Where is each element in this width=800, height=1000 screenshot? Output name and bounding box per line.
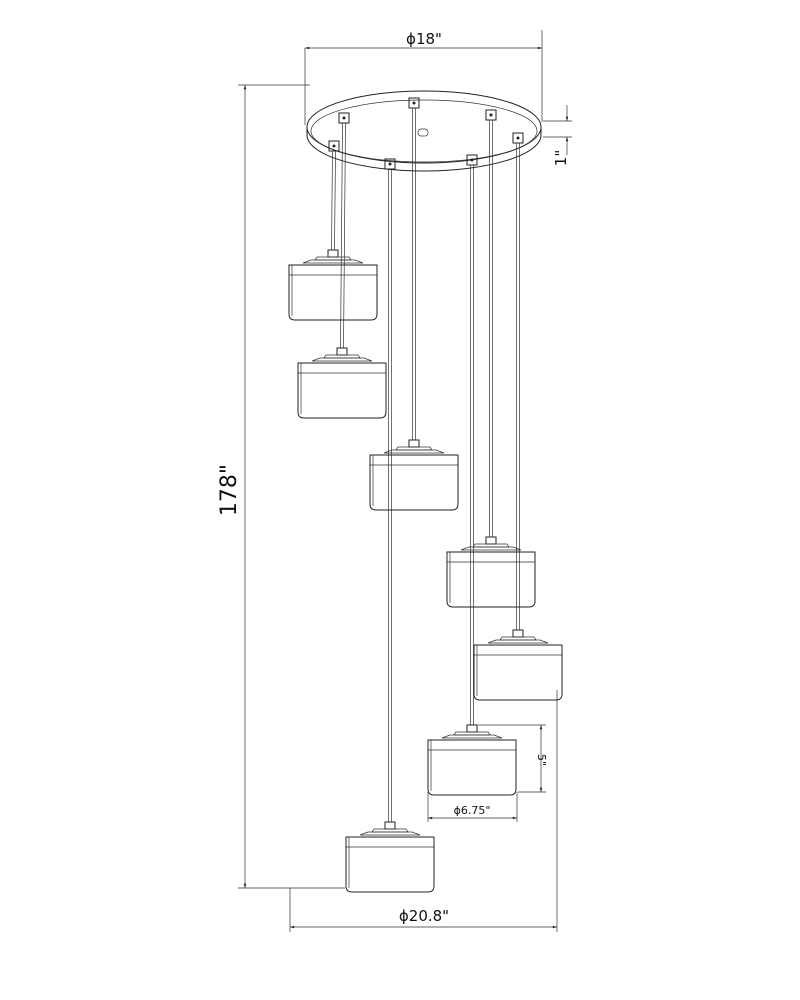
cord xyxy=(489,120,493,537)
shade-height-label: 5" xyxy=(535,754,548,766)
overall-diameter-label: ϕ20.8" xyxy=(399,907,449,925)
pendant-shade xyxy=(427,724,517,796)
ceiling-canopy xyxy=(306,90,542,172)
dimension-overall-height: 178" xyxy=(217,84,345,889)
cord-anchor-icon xyxy=(384,158,396,170)
cord-anchor-icon xyxy=(485,109,497,121)
cord-anchor-icon xyxy=(466,154,478,166)
shade-diameter-label: ϕ6.75" xyxy=(454,804,491,817)
cord xyxy=(340,122,346,349)
dimension-canopy-diameter: ϕ18" xyxy=(304,30,543,125)
cord xyxy=(331,150,336,251)
cord xyxy=(470,165,474,725)
pendant-shade xyxy=(345,821,435,893)
overall-height-label: 178" xyxy=(217,464,242,516)
cord xyxy=(388,169,392,822)
dimension-canopy-height: 1" xyxy=(543,105,572,166)
cord-anchor-icon xyxy=(512,132,524,144)
cord xyxy=(516,143,520,630)
cord-anchor-icon xyxy=(328,140,340,152)
canopy-height-label: 1" xyxy=(552,150,570,166)
cord-anchor-icon xyxy=(408,97,420,109)
dimension-shade-height: 5" xyxy=(478,724,548,793)
pendant-shade xyxy=(297,347,387,419)
pendant-shade xyxy=(446,536,536,608)
pendant-shade xyxy=(288,249,378,321)
cords xyxy=(328,97,524,822)
pendant-shade xyxy=(369,439,459,511)
pendant-shade xyxy=(473,629,563,701)
canopy-diameter-label: ϕ18" xyxy=(406,30,442,48)
pendant-shades xyxy=(288,249,563,893)
cord xyxy=(412,108,416,440)
dimension-shade-diameter: ϕ6.75" xyxy=(427,792,518,822)
dimension-overall-diameter: ϕ20.8" xyxy=(289,690,558,932)
canopy-screw-icon xyxy=(417,128,429,137)
cord-anchor-icon xyxy=(338,112,350,124)
